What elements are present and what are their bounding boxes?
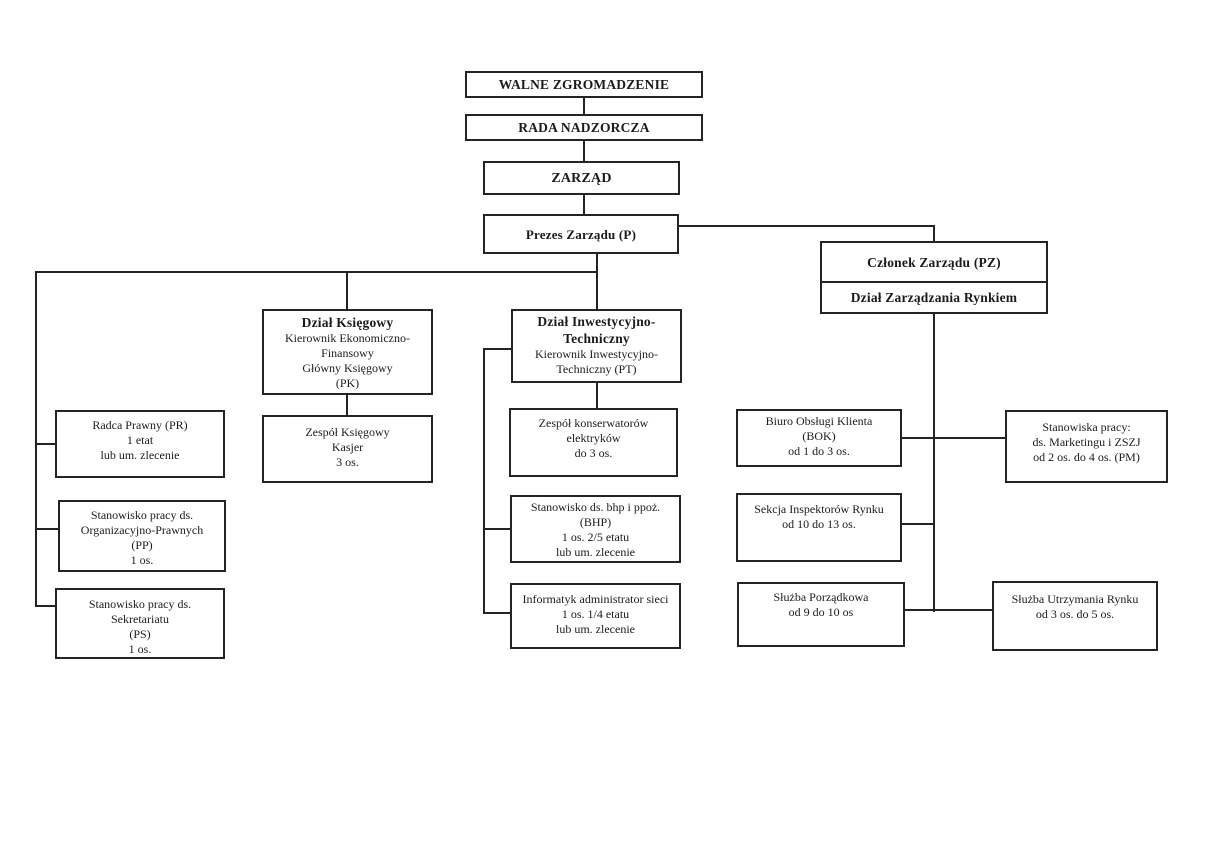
node-title: Dział Księgowy: [301, 315, 394, 330]
node-czlonek-zarzadu: Członek Zarządu (PZ): [820, 241, 1048, 283]
node-dzial-inwestycyjno-techniczny: Dział Inwestycyjno- Techniczny Kierownik…: [511, 309, 682, 383]
text-line: Zespół konserwatorów: [538, 416, 649, 430]
text-line: od 2 os. do 4 os. (PM): [1033, 450, 1140, 464]
connector-rada-zarzad: [583, 139, 585, 163]
node-dzial-ksiegowy: Dział Księgowy Kierownik Ekonomiczno- Fi…: [262, 309, 433, 395]
connector-rail-porzadkowa-utrzymania: [900, 609, 995, 611]
connector-mid-top: [483, 348, 513, 350]
node-sluzba-porzadkowa: Służba Porządkowa od 9 do 10 os: [737, 582, 905, 647]
text-line: od 9 do 10 os: [788, 605, 854, 619]
text-line: Finansowy: [321, 346, 374, 360]
node-stanowisko-sekretariatu: Stanowisko pracy ds. Sekretariatu (PS) 1…: [55, 588, 225, 659]
node-sekcja-inspektorow-rynku: Sekcja Inspektorów Rynku od 10 do 13 os.: [736, 493, 902, 562]
text-line: od 10 do 13 os.: [782, 517, 856, 531]
text-line: Główny Księgowy: [302, 361, 393, 375]
connector-rail-bok-marketing: [900, 437, 1007, 439]
connector-stub-informatyk: [483, 612, 512, 614]
node-walne-zgromadzenie: WALNE ZGROMADZENIE: [465, 71, 703, 98]
text-line: (PP): [131, 538, 153, 552]
connector-ksiegowy-zespol: [346, 394, 348, 417]
node-radca-prawny: Radca Prawny (PR) 1 etat lub um. zleceni…: [55, 410, 225, 478]
text-line: 1 os. 2/5 etatu: [561, 530, 630, 544]
text-line: Kierownik Ekonomiczno-: [285, 331, 410, 345]
node-sluzba-utrzymania-rynku: Służba Utrzymania Rynku od 3 os. do 5 os…: [992, 581, 1158, 651]
node-title: Dział Inwestycyjno-: [537, 314, 656, 329]
node-label: RADA NADZORCZA: [518, 120, 650, 135]
text-line: od 1 do 3 os.: [788, 444, 850, 458]
text-line: Służba Utrzymania Rynku: [1011, 592, 1139, 606]
node-stanowiska-marketingu-zszj: Stanowiska pracy: ds. Marketingu i ZSZJ …: [1005, 410, 1168, 483]
connector-prezes-czlonek: [678, 225, 935, 227]
node-label: Członek Zarządu (PZ): [867, 254, 1001, 270]
text-line: 3 os.: [336, 455, 359, 469]
text-line: 1 etat: [126, 433, 154, 447]
text-line: 1 os.: [130, 553, 154, 567]
connector-main-rail: [35, 271, 598, 273]
connector-mid-spine: [483, 348, 485, 614]
node-prezes-zarzadu: Prezes Zarządu (P): [483, 214, 679, 254]
connector-prezes-drop: [596, 252, 598, 311]
node-zespol-konserwatorow: Zespół konserwatorów elektryków do 3 os.: [509, 408, 678, 477]
text-line: od 3 os. do 5 os.: [1035, 607, 1115, 621]
node-zarzad: ZARZĄD: [483, 161, 680, 195]
text-line: lub um. zlecenie: [556, 545, 635, 559]
connector-stub-ps: [35, 605, 57, 607]
node-biuro-obslugi-klienta: Biuro Obsługi Klienta (BOK) od 1 do 3 os…: [736, 409, 902, 467]
connector-rail-sekcja: [900, 523, 935, 525]
text-line: 1 os.: [128, 642, 152, 656]
text-line: (BHP): [579, 515, 612, 529]
text-line: 1 os. 1/4 etatu: [561, 607, 630, 621]
connector-inwest-konserwatorzy: [596, 381, 598, 410]
text-line: Stanowisko pracy ds.: [90, 508, 194, 522]
text-line: do 3 os.: [574, 446, 613, 460]
text-line: Sekretariatu: [111, 612, 169, 626]
connector-right-spine: [933, 312, 935, 612]
text-line: Stanowisko ds. bhp i ppoż.: [530, 500, 661, 514]
text-line: Biuro Obsługi Klienta: [765, 414, 873, 428]
node-zespol-ksiegowy: Zespół Księgowy Kasjer 3 os.: [262, 415, 433, 483]
node-dzial-zarzadzania-rynkiem: Dział Zarządzania Rynkiem: [820, 281, 1048, 314]
node-label: ZARZĄD: [551, 170, 612, 186]
connector-zarzad-prezes: [583, 193, 585, 216]
node-stanowisko-organizacyjno-prawne: Stanowisko pracy ds. Organizacyjno-Prawn…: [58, 500, 226, 572]
text-line: Radca Prawny (PR): [92, 418, 188, 432]
text-line: (BOK): [802, 429, 836, 443]
node-rada-nadzorcza: RADA NADZORCZA: [465, 114, 703, 141]
node-label: WALNE ZGROMADZENIE: [498, 77, 670, 92]
connector-stub-pp: [35, 528, 60, 530]
node-informatyk-administrator: Informatyk administrator sieci 1 os. 1/4…: [510, 583, 681, 649]
text-line: Kierownik Inwestycyjno-: [535, 347, 658, 361]
text-line: Kasjer: [331, 440, 364, 454]
text-line: ds. Marketingu i ZSZJ: [1032, 435, 1141, 449]
text-line: Informatyk administrator sieci: [522, 592, 669, 606]
text-line: lub um. zlecenie: [100, 448, 180, 462]
text-line: Organizacyjno-Prawnych: [80, 523, 204, 537]
node-title: Techniczny: [563, 331, 630, 346]
node-stanowisko-bhp: Stanowisko ds. bhp i ppoż. (BHP) 1 os. 2…: [510, 495, 681, 563]
text-line: Stanowiska pracy:: [1042, 420, 1131, 434]
text-line: lub um. zlecenie: [556, 622, 635, 636]
node-label: Prezes Zarządu (P): [525, 226, 637, 242]
connector-czlonek-drop: [933, 225, 935, 243]
connector-left-spine: [35, 271, 37, 607]
connector-stub-radca: [35, 443, 57, 445]
text-line: elektryków: [566, 431, 621, 445]
text-line: Stanowisko pracy ds.: [88, 597, 192, 611]
text-line: (PS): [129, 627, 151, 641]
text-line: Techniczny (PT): [556, 362, 637, 376]
text-line: Służba Porządkowa: [773, 590, 869, 604]
connector-stub-bhp: [483, 528, 512, 530]
text-line: Zespół Księgowy: [305, 425, 390, 439]
connector-drop-ksiegowy: [346, 271, 348, 311]
text-line: (PK): [335, 376, 360, 390]
text-line: Sekcja Inspektorów Rynku: [754, 502, 884, 516]
connector-walne-rada: [583, 96, 585, 116]
node-label: Dział Zarządzania Rynkiem: [850, 290, 1018, 305]
